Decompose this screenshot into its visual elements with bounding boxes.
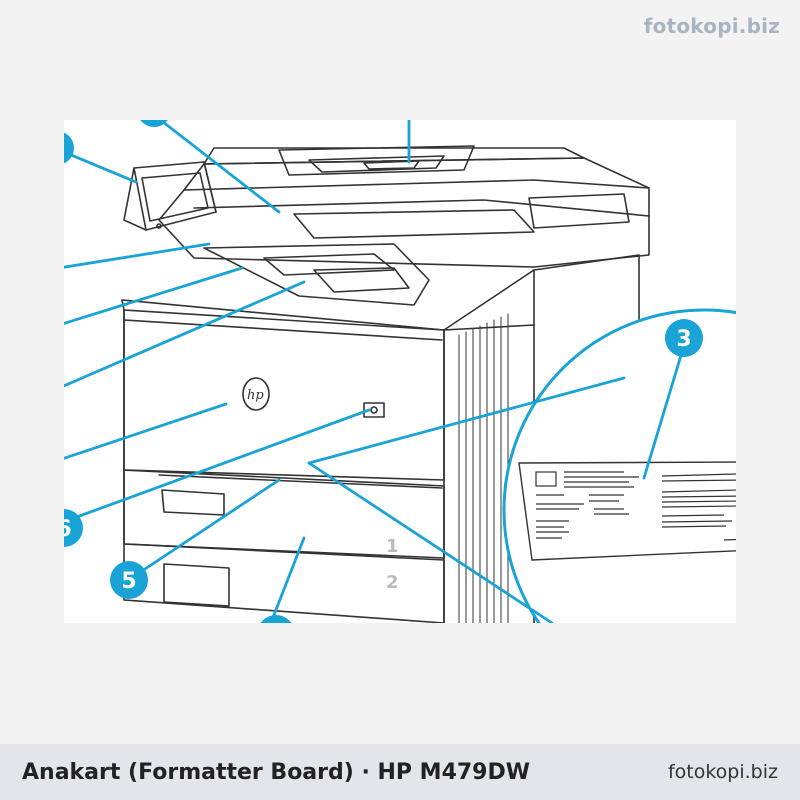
power-button-icon (363, 402, 385, 418)
leader-3 (642, 350, 684, 480)
callout-3: 3 (665, 319, 703, 357)
front-door (123, 309, 445, 481)
leader-5 (134, 478, 281, 577)
hp-logo-icon (242, 377, 270, 411)
leader-left-4 (64, 280, 306, 388)
output-bin (203, 243, 430, 306)
svg-text:6: 6 (64, 517, 72, 542)
printer-diagram: hp 1 2 (64, 120, 736, 623)
footer-bar: Anakart (Formatter Board) · HP M479DW fo… (0, 744, 800, 800)
footer-site: fotokopi.biz (667, 761, 778, 783)
callout-top-left (64, 132, 74, 164)
leader-top-left-1 (64, 150, 138, 184)
magnifier-leader-bottom (307, 461, 554, 623)
callout-6: 6 (64, 509, 83, 547)
leader-left-3 (64, 266, 244, 325)
product-label (518, 461, 736, 561)
leader-4 (270, 536, 306, 622)
control-panel (133, 161, 217, 231)
tray-number-2: 2 (386, 572, 399, 593)
svg-text:3: 3 (676, 327, 691, 352)
tray-number-1: 1 (386, 536, 399, 557)
watermark: fotokopi.biz (643, 14, 780, 38)
leader-left-2 (64, 242, 211, 269)
leader-left-5 (64, 402, 228, 460)
callout-top-left-2 (140, 120, 168, 127)
printer-illustration: hp 1 2 (64, 120, 736, 623)
footer-title: Anakart (Formatter Board) · HP M479DW (22, 759, 531, 785)
leader-top-left-2 (158, 120, 281, 214)
callout-5: 5 (110, 561, 148, 599)
leader-6 (72, 408, 371, 520)
tray-2 (125, 543, 445, 623)
magnifier-leader-top (307, 376, 626, 465)
svg-text:5: 5 (121, 569, 136, 594)
callout-4: 4 (260, 615, 292, 623)
scanner-body (158, 157, 650, 268)
svg-text:hp: hp (247, 388, 264, 403)
